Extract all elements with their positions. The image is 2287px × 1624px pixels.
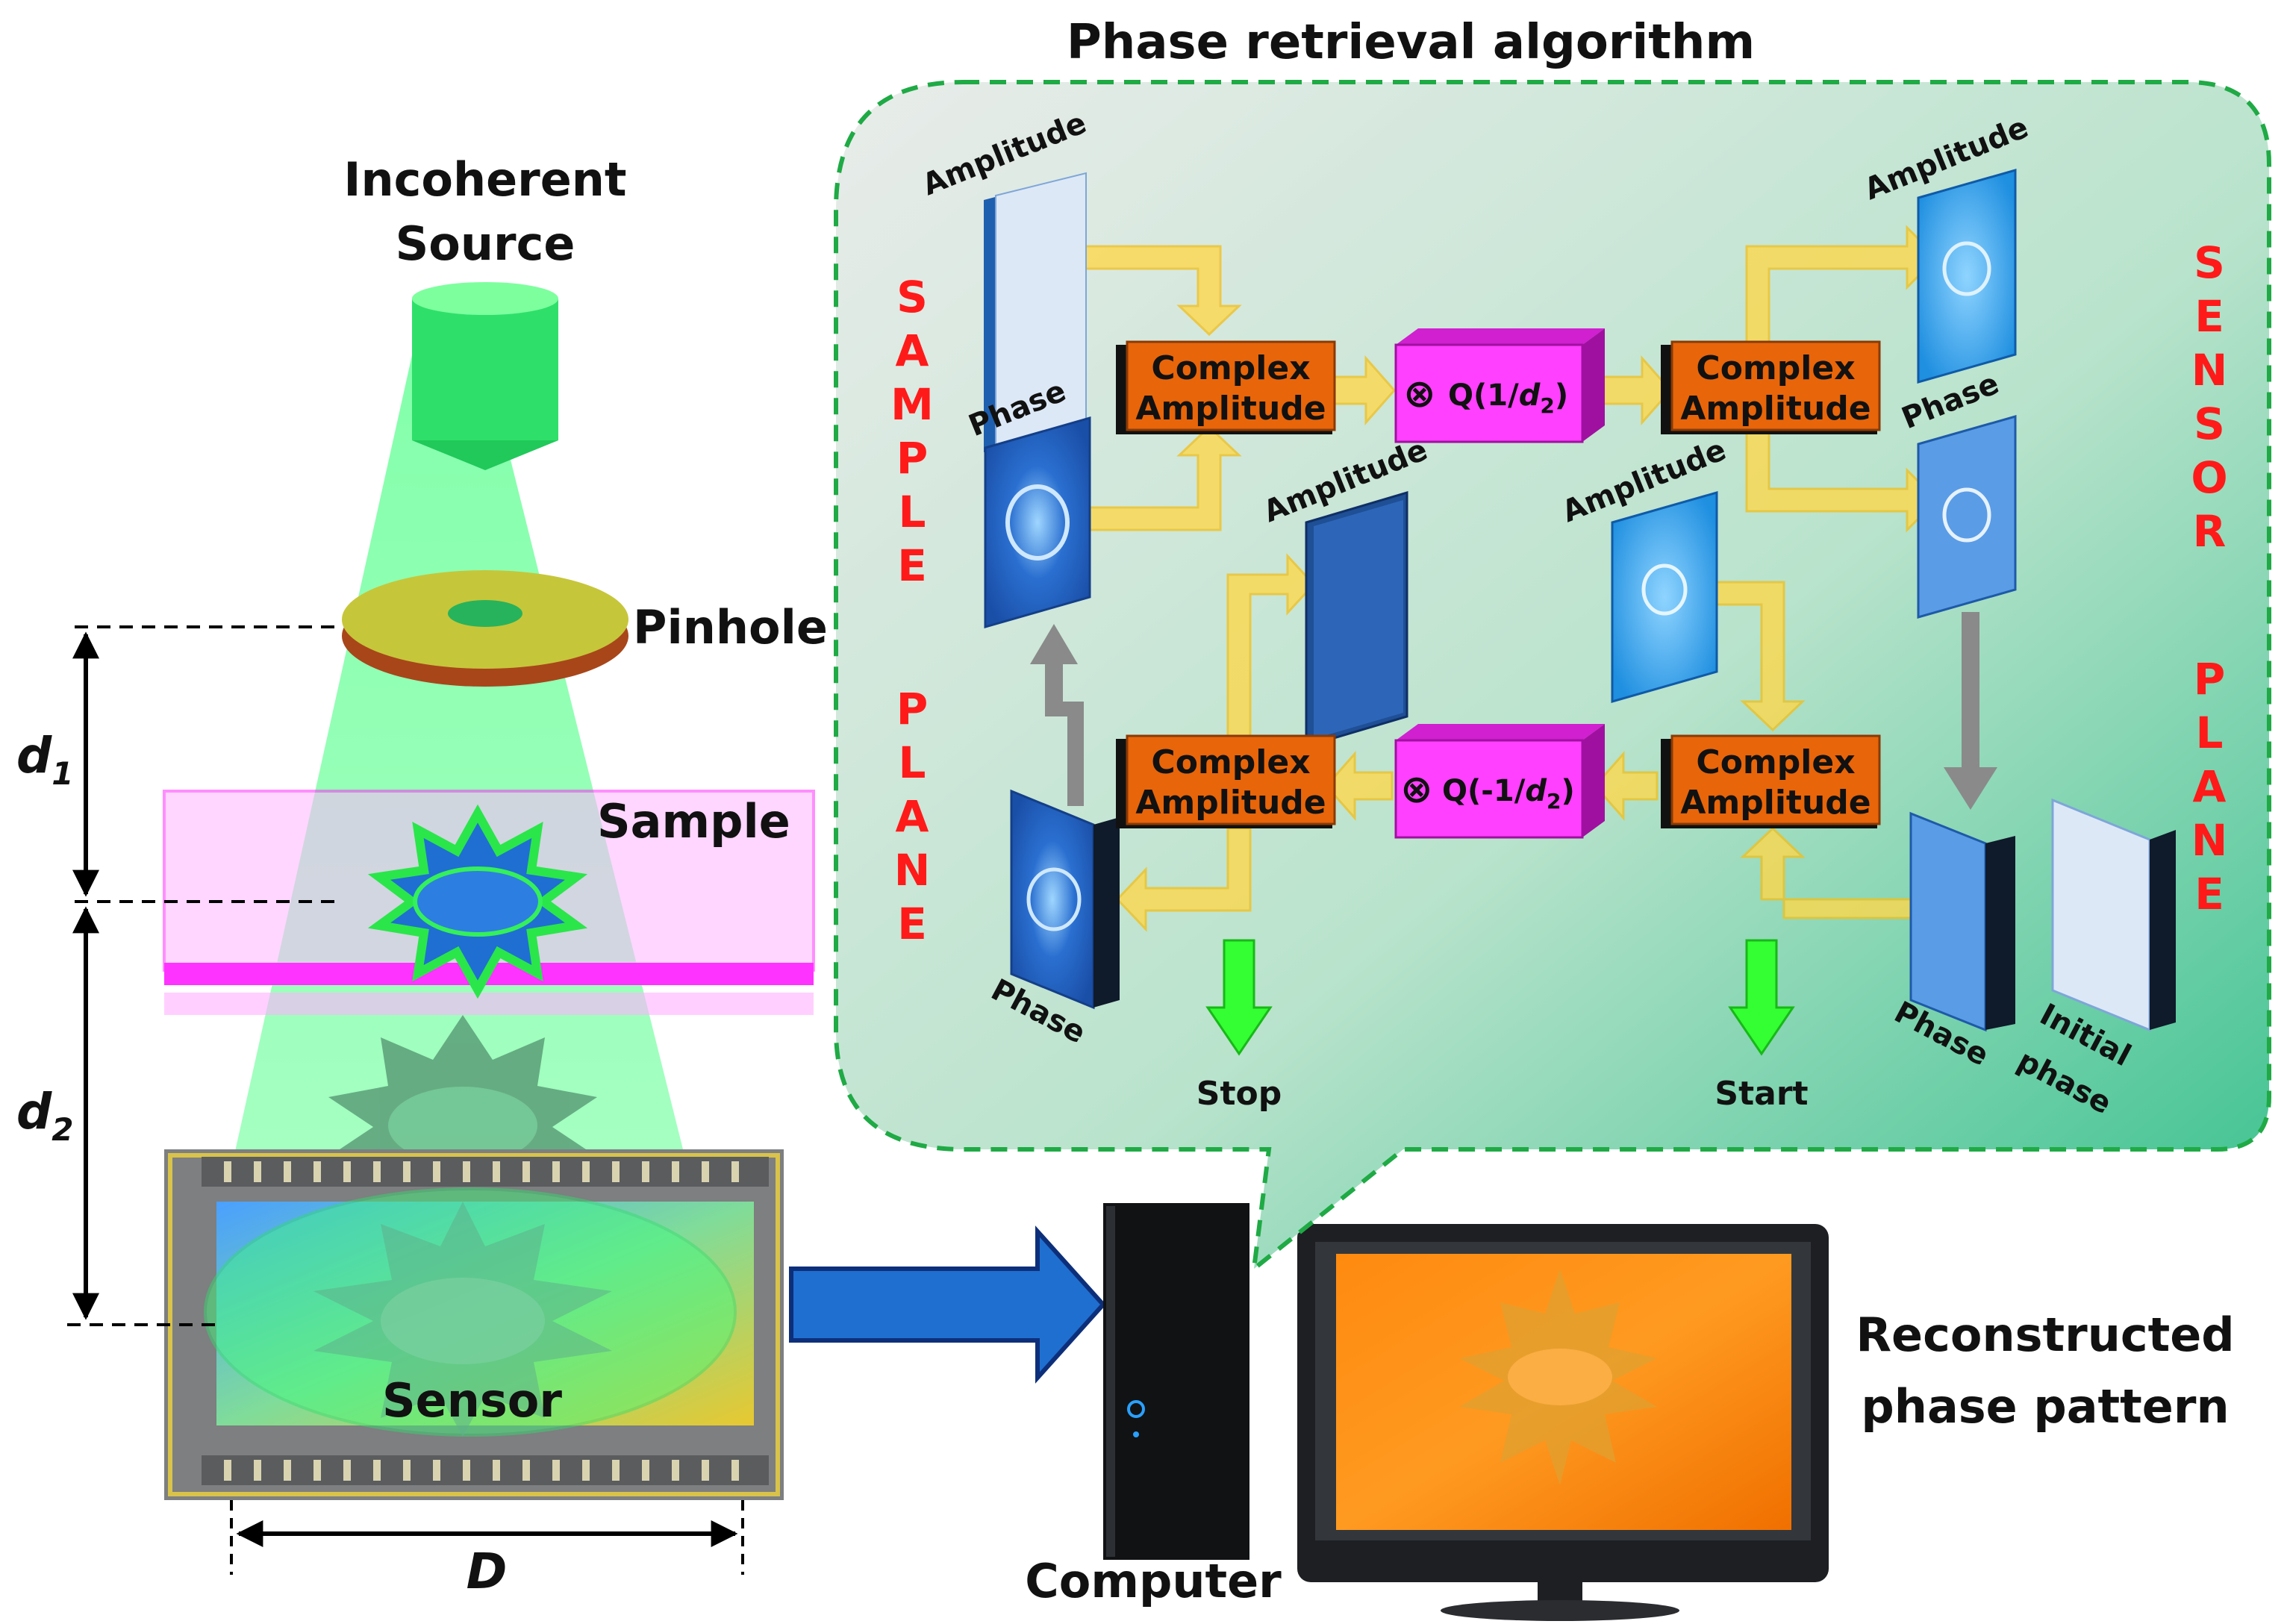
sensor-amplitude-tile: [1917, 169, 2017, 384]
initial-phase-tile: [2051, 798, 2176, 1032]
feedback-arrows-grey: [1030, 612, 1997, 810]
sample-label: Sample: [597, 794, 790, 849]
estimated-amplitude-tile: [1305, 490, 1408, 749]
propagated-amplitude-tile: [1611, 491, 1718, 703]
svg-text:A: A: [896, 325, 929, 376]
pinhole-label: Pinhole: [633, 600, 828, 655]
start-arrow: [1728, 939, 1795, 1056]
source-label: Incoherent: [343, 152, 626, 207]
sample-phase-output-tile: [1010, 789, 1120, 1010]
svg-text:R: R: [2193, 506, 2227, 557]
data-transfer-arrow: [789, 1225, 1107, 1384]
svg-text:Q(1/d2): Q(1/d2): [1448, 378, 1568, 418]
svg-text:N: N: [894, 845, 931, 896]
algorithm-title: Phase retrieval algorithm: [1067, 15, 1755, 70]
svg-text:L: L: [899, 487, 926, 537]
monitor-display: [1297, 1224, 1829, 1621]
complex-amplitude-box-2: Complex Amplitude: [1661, 340, 1881, 434]
flow-arrows: [1051, 225, 1942, 932]
d1-label: d1: [16, 727, 73, 792]
complex-amplitude-box-1: Complex Amplitude: [1116, 340, 1336, 434]
dimension-D: [230, 1500, 744, 1575]
dimension-d1-d2: [67, 625, 336, 1326]
sensor-phase-estimate-tile: [1909, 811, 2015, 1032]
sensor-label: Sensor: [382, 1373, 562, 1428]
incoherent-source: [412, 282, 558, 470]
pinhole-disc: [342, 570, 628, 687]
width-D-label: D: [467, 1543, 508, 1600]
stop-label: Stop: [1196, 1075, 1282, 1113]
computer-label: Computer: [1025, 1554, 1282, 1608]
svg-text:Amplitude: Amplitude: [1680, 390, 1871, 428]
svg-text:A: A: [2193, 761, 2227, 812]
svg-text:Amplitude: Amplitude: [1135, 390, 1326, 428]
svg-text:Q(-1/d2): Q(-1/d2): [1442, 774, 1575, 813]
sample-plane-vertical-label: S A M P L E P L A N E: [890, 272, 934, 949]
svg-text:O: O: [2191, 452, 2227, 503]
reconstructed-label-2: phase pattern: [1861, 1379, 2229, 1434]
star-sample: [367, 804, 588, 999]
svg-text:S: S: [2194, 237, 2225, 288]
stop-arrow: [1205, 939, 1273, 1056]
sample-phase-tile: [984, 416, 1091, 628]
svg-text:E: E: [2194, 869, 2224, 919]
d2-label: d2: [16, 1083, 73, 1148]
svg-text:S: S: [2194, 399, 2225, 449]
svg-text:L: L: [2196, 708, 2224, 758]
sensor-phase-tile: [1917, 415, 2017, 619]
svg-text:M: M: [890, 379, 934, 430]
source-label-2: Source: [396, 216, 575, 271]
complex-amplitude-box-4: Complex Amplitude: [1116, 734, 1336, 828]
svg-text:Complex: Complex: [1151, 743, 1310, 781]
complex-amplitude-box-3: Complex Amplitude: [1661, 734, 1881, 828]
computer-tower: [1103, 1203, 1249, 1560]
svg-text:Complex: Complex: [1151, 349, 1310, 387]
svg-text:P: P: [896, 433, 929, 484]
svg-text:L: L: [899, 737, 926, 788]
svg-text:A: A: [896, 791, 929, 842]
start-label: Start: [1715, 1075, 1808, 1113]
svg-text:P: P: [2194, 654, 2226, 705]
svg-text:P: P: [896, 684, 929, 734]
backward-propagation-operator: ⊗ Q(-1/d2): [1394, 724, 1605, 839]
svg-text:⊗: ⊗: [1400, 767, 1433, 812]
svg-text:E: E: [897, 899, 927, 949]
svg-text:N: N: [2191, 345, 2228, 396]
svg-text:N: N: [2191, 815, 2228, 866]
svg-text:E: E: [897, 540, 927, 591]
svg-text:S: S: [896, 272, 928, 322]
image-sensor-chip: [164, 1149, 784, 1500]
svg-text:Amplitude: Amplitude: [1680, 784, 1871, 822]
sensor-plane-vertical-label: S E N S O R P L A N E: [2191, 237, 2227, 919]
forward-propagation-operator: ⊗ Q(1/d2): [1394, 328, 1605, 443]
svg-text:⊗: ⊗: [1403, 372, 1436, 416]
svg-text:Amplitude: Amplitude: [1135, 784, 1326, 822]
svg-text:Complex: Complex: [1696, 349, 1855, 387]
reconstructed-label: Reconstructed: [1856, 1308, 2234, 1362]
svg-text:Complex: Complex: [1696, 743, 1855, 781]
svg-text:E: E: [2194, 291, 2224, 342]
sample-amplitude-tile: [984, 172, 1087, 452]
